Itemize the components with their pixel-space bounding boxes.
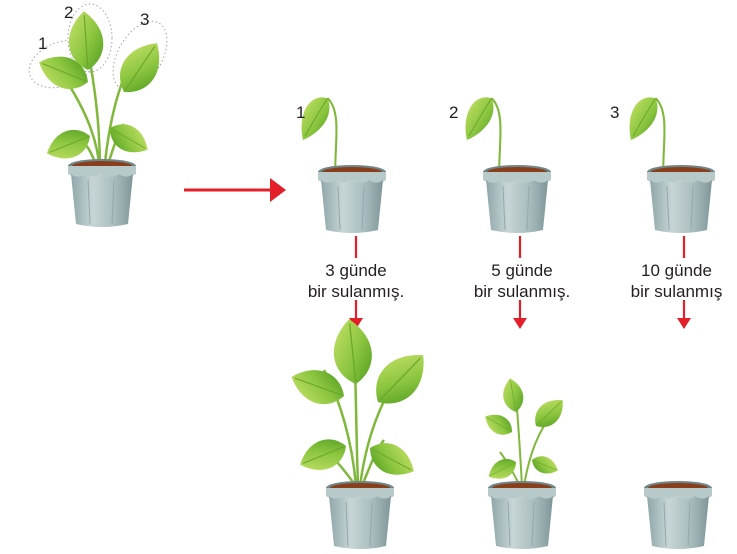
- watering-caption-3-line2: bir sulanmış: [616, 281, 737, 302]
- source-leaf-label-3: 3: [140, 10, 149, 30]
- source-leaf-label-2: 2: [64, 3, 73, 23]
- watering-caption-1: 3 günde bir sulanmış.: [286, 260, 426, 302]
- source-leaf-label-1: 1: [38, 34, 47, 54]
- cutting-label-1: 1: [296, 103, 305, 123]
- watering-caption-3: 10 günde bir sulanmış: [616, 260, 737, 302]
- cutting-label-2: 2: [449, 103, 458, 123]
- result-small-plant: [481, 377, 571, 549]
- cutting-pot-1: [302, 97, 386, 233]
- cutting-pot-3: [630, 97, 715, 233]
- cutting-label-3: 3: [610, 103, 619, 123]
- watering-caption-1-line2: bir sulanmış.: [286, 281, 426, 302]
- result-empty-pot: [644, 481, 712, 549]
- transfer-arrow-head: [270, 178, 286, 202]
- result-large-plant: [286, 317, 437, 549]
- watering-caption-3-line1: 10 günde: [616, 260, 737, 281]
- cutting-pot-2: [466, 97, 551, 233]
- watering-caption-1-line1: 3 günde: [286, 260, 426, 281]
- watering-caption-2-line2: bir sulanmış.: [452, 281, 592, 302]
- watering-caption-2-line1: 5 günde: [452, 260, 592, 281]
- source-pot: [68, 159, 136, 227]
- down-arrow-heads: [349, 318, 691, 329]
- source-leaf-lower-left: [42, 123, 95, 165]
- watering-caption-2: 5 günde bir sulanmış.: [452, 260, 592, 302]
